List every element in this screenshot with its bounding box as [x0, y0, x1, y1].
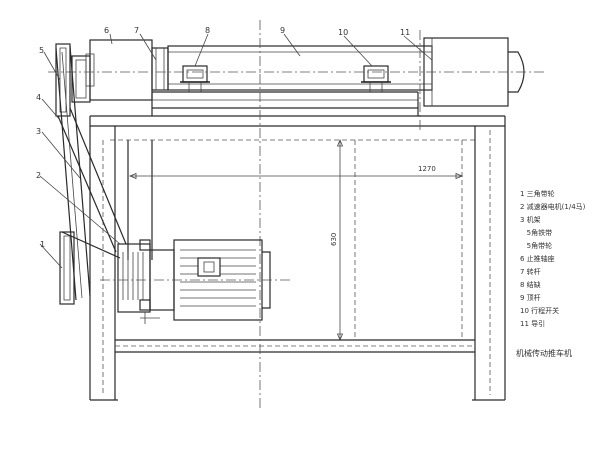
main-shaft-tube	[167, 45, 433, 91]
dimension-height-line	[336, 138, 344, 342]
limit-switch-10	[361, 65, 391, 92]
callout-4: 4	[36, 93, 41, 102]
legend-item-11: 11 导引	[520, 319, 545, 328]
legend-item-6: 6 止推轴座	[520, 254, 555, 263]
bearing-seat-8	[180, 65, 210, 92]
pulley-housing-5	[71, 55, 91, 103]
legend-item-8: 8 结缺	[520, 280, 541, 289]
callout-1: 1	[40, 240, 45, 249]
callout-2: 2	[36, 171, 41, 180]
callout-8: 8	[205, 26, 210, 35]
callout-11: 11	[400, 28, 410, 37]
legend-item-1: 1 三角带轮	[520, 189, 555, 198]
legend-item-10: 10 行程开关	[520, 306, 559, 315]
support-rail	[151, 91, 419, 116]
leader-lines	[39, 33, 433, 269]
parts-legend: 1 三角带轮 2 减速器电机(1/4马) 3 机架 5角铁带 5角带轮 6 止推…	[520, 189, 586, 328]
frame-3	[89, 115, 506, 401]
callout-5: 5	[39, 46, 44, 55]
legend-item-9: 9 顶杆	[520, 293, 541, 302]
drawing-title: 机械传动推车机	[516, 348, 572, 358]
legend-item-3: 3 机架	[520, 215, 541, 224]
gear-reducer-2	[117, 239, 160, 324]
legend-item-5: 5角带轮	[520, 241, 552, 250]
dimension-width-line	[128, 172, 464, 180]
callout-9: 9	[280, 26, 285, 35]
coupling-7	[151, 47, 169, 91]
dimension-height-label: 630	[330, 233, 338, 246]
callout-3: 3	[36, 127, 41, 136]
dimension-width-label: 1270	[418, 165, 436, 173]
legend-item-4: 5角铁带	[520, 228, 552, 237]
callout-7: 7	[134, 26, 139, 35]
callout-6: 6	[104, 26, 109, 35]
legend-item-7: 7 转杆	[520, 267, 541, 276]
block-6	[85, 39, 153, 101]
belt-drive	[55, 43, 127, 305]
legend-item-2: 2 减速器电机(1/4马)	[520, 202, 586, 211]
callout-10: 10	[338, 28, 348, 37]
